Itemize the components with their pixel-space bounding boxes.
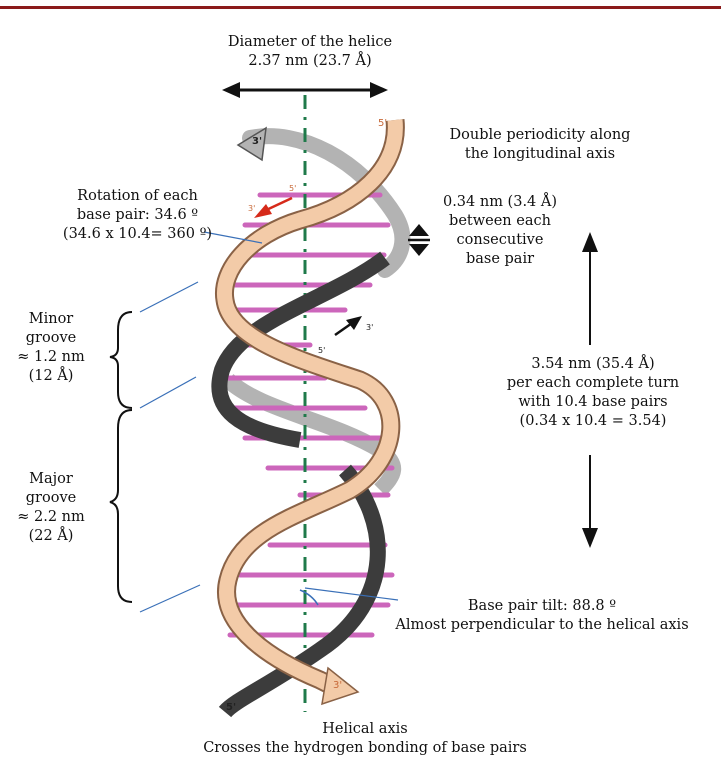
strand-end-inner-mid-a: 3' [366,323,373,332]
strand-end-inner-top-b: 3' [248,204,255,213]
strand-end-bottom-right: 3' [333,680,342,691]
strand-end-inner-top-a: 5' [289,184,296,193]
strand-end-bottom-left: 5' [226,702,236,713]
strand-end-inner-mid-b: 5' [318,346,325,355]
strand-end-top-right: 5' [378,118,387,129]
leader-lines [140,232,398,612]
strand-end-top-left: 3' [252,136,262,147]
groove-braces [110,312,132,602]
